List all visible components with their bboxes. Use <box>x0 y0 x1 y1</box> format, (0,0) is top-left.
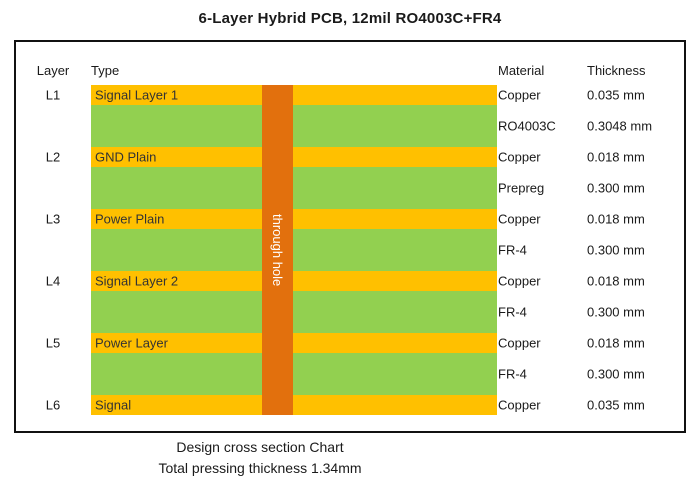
layer-label: L6 <box>45 397 61 413</box>
material-label: Copper <box>498 149 541 165</box>
material-label: FR-4 <box>498 304 527 320</box>
thickness-label: 0.018 mm <box>587 335 645 351</box>
material-label: Copper <box>498 397 541 413</box>
stackup-row: Prepreg 0.300 mm <box>0 167 700 209</box>
dielectric-band <box>91 167 497 209</box>
thickness-label: 0.018 mm <box>587 273 645 289</box>
thickness-label: 0.018 mm <box>587 211 645 227</box>
stackup-row: RO4003C 0.3048 mm <box>0 105 700 147</box>
stackup-row: L3 Power Plain Copper 0.018 mm <box>0 209 700 229</box>
thickness-label: 0.035 mm <box>587 87 645 103</box>
stackup-row: FR-4 0.300 mm <box>0 353 700 395</box>
page-title: 6-Layer Hybrid PCB, 12mil RO4003C+FR4 <box>198 10 502 27</box>
header-material: Material <box>498 63 545 78</box>
layer-type-label: Power Plain <box>95 211 165 227</box>
through-hole-bar: through hole <box>262 85 293 415</box>
layer-type-label: Power Layer <box>95 335 168 351</box>
layer-label: L3 <box>45 211 61 227</box>
header-layer: Layer <box>36 63 70 78</box>
layer-type-label: Signal Layer 1 <box>95 87 179 103</box>
copper-band: Signal Layer 1 <box>91 85 497 105</box>
stackup-row: L6 Signal Copper 0.035 mm <box>0 395 700 415</box>
material-label: Copper <box>498 335 541 351</box>
caption-total-thickness: Total pressing thickness 1.34mm <box>158 460 362 476</box>
layer-type-label: Signal <box>95 397 132 413</box>
through-hole-label: through hole <box>270 213 285 287</box>
column-headers: Layer Type Material Thickness <box>0 63 700 81</box>
layer-label: L5 <box>45 335 61 351</box>
thickness-label: 0.3048 mm <box>587 118 653 134</box>
header-type: Type <box>91 63 120 78</box>
dielectric-band <box>91 229 497 271</box>
material-label: RO4003C <box>498 118 556 134</box>
material-label: FR-4 <box>498 242 527 258</box>
copper-band: Power Layer <box>91 333 497 353</box>
copper-band: Signal <box>91 395 497 415</box>
copper-band: Power Plain <box>91 209 497 229</box>
thickness-label: 0.300 mm <box>587 180 645 196</box>
thickness-label: 0.018 mm <box>587 149 645 165</box>
stackup-row: L2 GND Plain Copper 0.018 mm <box>0 147 700 167</box>
material-label: FR-4 <box>498 366 527 382</box>
caption-cross-section: Design cross section Chart <box>176 439 344 455</box>
material-label: Copper <box>498 211 541 227</box>
stackup-row: FR-4 0.300 mm <box>0 229 700 271</box>
thickness-label: 0.300 mm <box>587 242 645 258</box>
layer-type-label: Signal Layer 2 <box>95 273 179 289</box>
copper-band: Signal Layer 2 <box>91 271 497 291</box>
layer-label: L4 <box>45 273 61 289</box>
layer-label: L2 <box>45 149 61 165</box>
copper-band: GND Plain <box>91 147 497 167</box>
thickness-label: 0.300 mm <box>587 304 645 320</box>
stackup-rows: L1 Signal Layer 1 Copper 0.035 mm RO4003… <box>0 85 700 415</box>
stackup-row: L5 Power Layer Copper 0.018 mm <box>0 333 700 353</box>
thickness-label: 0.300 mm <box>587 366 645 382</box>
stackup-row: FR-4 0.300 mm <box>0 291 700 333</box>
layer-type-label: GND Plain <box>95 149 157 165</box>
layer-label: L1 <box>45 87 61 103</box>
header-thickness: Thickness <box>587 63 646 78</box>
stackup-row: L4 Signal Layer 2 Copper 0.018 mm <box>0 271 700 291</box>
dielectric-band <box>91 353 497 395</box>
material-label: Copper <box>498 273 541 289</box>
thickness-label: 0.035 mm <box>587 397 645 413</box>
material-label: Copper <box>498 87 541 103</box>
dielectric-band <box>91 291 497 333</box>
dielectric-band <box>91 105 497 147</box>
material-label: Prepreg <box>498 180 545 196</box>
stackup-row: L1 Signal Layer 1 Copper 0.035 mm <box>0 85 700 105</box>
